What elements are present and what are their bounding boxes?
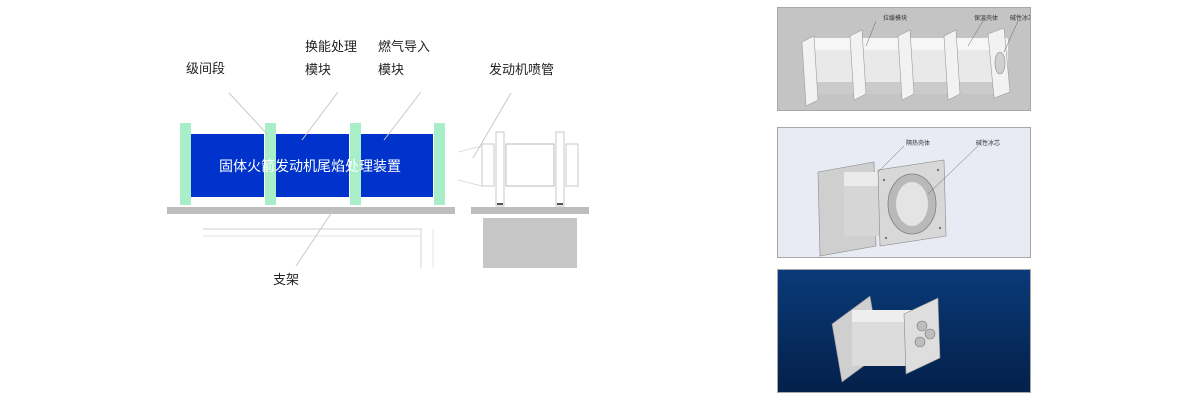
module-gas-body (361, 134, 433, 197)
flange-4 (434, 123, 445, 205)
label-energy-module-1: 换能处理 (305, 40, 358, 55)
leader-engine-nozzle (472, 92, 512, 159)
photo1-callout-2: 保温壳体 (974, 14, 998, 22)
flange-3 (350, 123, 361, 205)
label-support: 支架 (273, 273, 300, 288)
render-photo-3 (777, 269, 1031, 393)
render-photo-2: 隔热壳体 碱性冰芯 (777, 127, 1031, 258)
photo2-callout-2: 碱性冰芯 (976, 139, 1000, 147)
photo1-callout-1: 拉缓模块 (883, 14, 907, 22)
label-gas-module-2: 模块 (378, 63, 405, 78)
engine-stand-block (483, 218, 577, 268)
label-energy-module-2: 模块 (305, 63, 332, 78)
engine-nozzle-drawing (457, 131, 579, 207)
leader-support (295, 211, 333, 267)
module-interstage-body (191, 134, 264, 197)
leader-energy-module (301, 91, 339, 141)
label-interstage: 级间段 (186, 62, 226, 77)
label-gas-module-1: 燃气导入 (378, 40, 431, 55)
leader-gas-module (383, 91, 422, 141)
module-chain-render (801, 27, 1011, 107)
photo2-callout-1: 隔热壳体 (906, 139, 930, 147)
device-title: 固体火箭发动机尾焰处理装置 (219, 159, 401, 175)
single-module-render (817, 159, 947, 257)
flange-2 (265, 123, 276, 205)
label-engine-nozzle: 发动机喷管 (489, 63, 555, 78)
support-rail-left (167, 207, 455, 214)
photo1-callout-3: 碱性冰芯 (1010, 14, 1031, 22)
leader-interstage (228, 92, 269, 136)
tri-core-module-render (831, 295, 941, 383)
flange-1 (180, 123, 191, 205)
module-energy-body (276, 134, 349, 197)
support-rail-right (471, 207, 589, 214)
render-photo-1: 拉缓模块 保温壳体 碱性冰芯 (777, 7, 1031, 111)
